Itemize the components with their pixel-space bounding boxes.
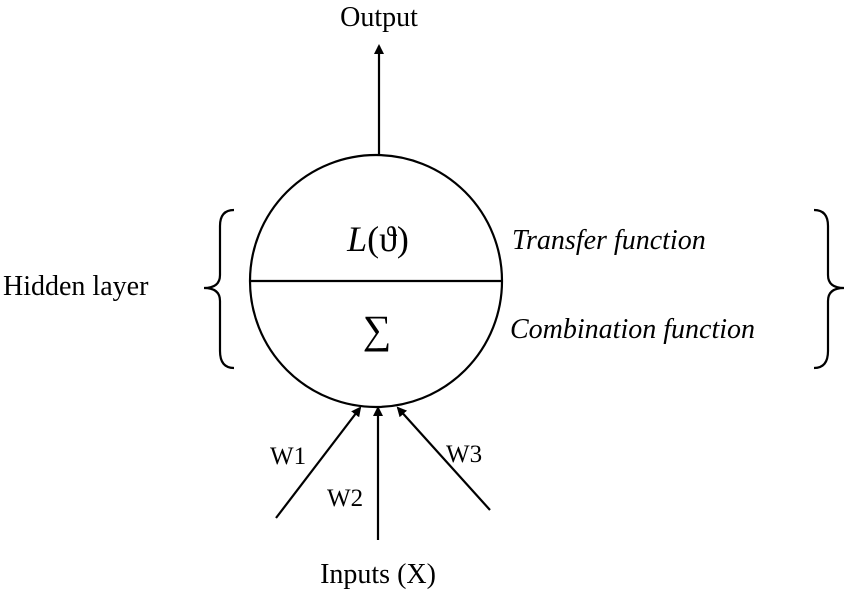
transfer-symbol: L(ϑ) [346,219,409,259]
transfer-symbol-argument: (ϑ) [367,219,409,259]
inputs-label: Inputs (X) [320,559,436,590]
left-brace [203,208,235,370]
hidden-layer-label: Hidden layer [3,271,149,302]
transfer-function-label: Transfer function [512,225,706,256]
input-arrow-3 [396,406,491,511]
weight-label-w3: W3 [446,441,482,468]
weight-label-w1: W1 [270,443,306,470]
output-label: Output [340,2,418,33]
right-brace [813,208,845,370]
combination-function-label: Combination function [510,314,755,345]
combination-symbol: ∑ [363,307,392,352]
input-arrow-1 [275,406,362,519]
weight-label-w2: W2 [327,485,363,512]
transfer-symbol-letter: L [346,219,367,259]
